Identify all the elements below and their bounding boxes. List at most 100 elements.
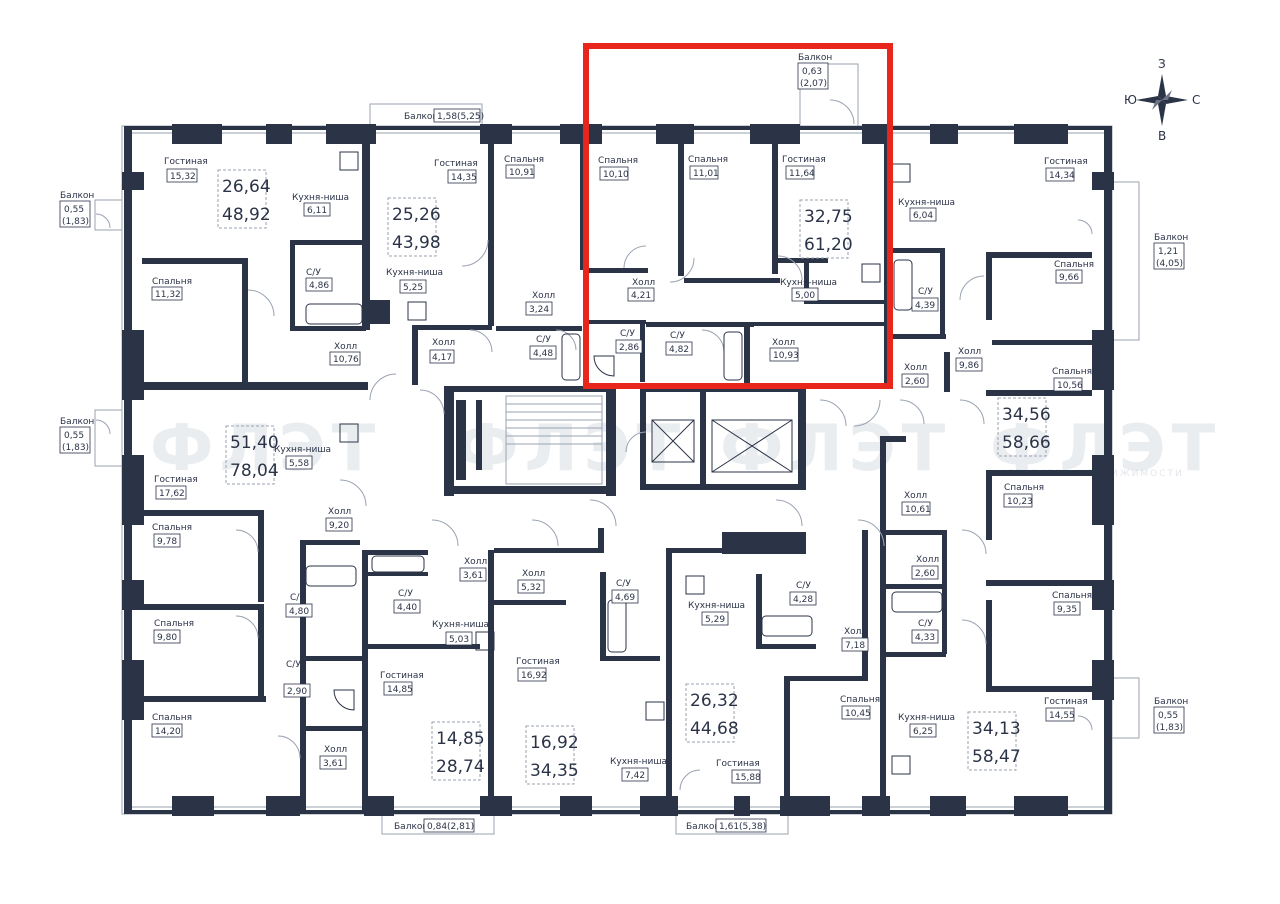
room: Холл 2,60 [911,555,939,580]
room: С/У4,48 [529,335,557,360]
selected-apartment-highlight[interactable] [583,43,893,389]
room-area: 6,11 [307,206,327,216]
room-area: 9,35 [1057,605,1077,615]
room-name: С/У [290,593,305,603]
room-name: С/У [670,331,685,341]
apartment-living-area: 34,13 [972,719,1021,739]
room-name: Холл [772,338,795,348]
room-name: Кухня-ниша [292,193,349,203]
apartment-total-area: 28,74 [436,757,485,777]
apartment-summary[interactable]: 26,32 44,68 [685,683,739,743]
apartment-total-area: 48,92 [222,205,271,225]
room: С/У4,39 [911,287,939,312]
walls [122,124,1114,816]
apartment-living-area: 51,40 [230,433,279,453]
room-name: Спальня [1052,367,1092,377]
room-name: С/У [306,268,321,278]
room-name: Спальня [598,156,638,166]
room-area: 4,17 [432,353,452,363]
apartment-summaries: 26,64 48,92 25,26 43,98 32,75 61,20 51,4… [217,169,1051,785]
apartment-summary[interactable]: 16,92 34,35 [525,725,579,785]
room-name: Кухня-ниша [610,757,667,767]
room: С/У 4,28 [789,581,817,606]
room-name: Спальня [152,713,192,723]
room-area: 2,60 [915,569,935,579]
room-area: 11,32 [155,290,181,300]
apartment-summary[interactable]: 26,64 48,92 [217,169,271,229]
room-area: 9,66 [1059,273,1079,283]
balcony-label: Балкон [1154,697,1188,707]
room: С/У4,40 [393,589,421,614]
room-area: 5,25 [403,283,423,293]
room-name: С/У [918,619,933,629]
room-name: Гостиная [1044,157,1088,167]
room-area: 4,28 [793,595,813,605]
room: Кухня-ниша 5,25 [386,268,443,294]
room-area: 16,92 [521,671,547,681]
balcony-value: 1,21 [1158,247,1178,257]
room-name: Спальня [152,277,192,287]
apartment-living-area: 26,64 [222,177,271,197]
room-name: Гостиная [516,657,560,667]
room-name: Холл [916,555,939,565]
apartment-summary[interactable]: 51,40 78,04 [225,425,279,485]
room: С/У4,80 [285,593,313,618]
balcony-label: Балкон [798,53,832,63]
room-area: 10,23 [1007,497,1033,507]
room: С/У 2,86 [615,329,643,354]
stairwell [456,395,603,485]
balcony-label: Балкон [1154,233,1188,243]
room-name: С/У [796,581,811,591]
room-area: 7,18 [845,641,865,651]
room-name: Кухня-ниша [688,601,745,611]
apartment-living-area: 26,32 [690,691,739,711]
room-name: Гостиная [782,155,826,165]
balcony-label: Балкон [60,417,94,427]
room-area: 4,86 [309,281,329,291]
room-name: Кухня-ниша [386,268,443,278]
balcony-value-2: (1,83) [62,443,89,453]
room-area: 5,32 [521,583,541,593]
room-name: Гостиная [154,475,198,485]
room-name: С/У [620,329,635,339]
room: Холл 3,61 [459,557,487,582]
apartment-summary[interactable]: 34,56 58,66 [997,397,1051,457]
apartment-summary[interactable]: 32,75 61,20 [799,199,853,259]
room-area: 4,39 [915,301,935,311]
apartment-living-area: 32,75 [804,207,853,227]
room-area: 14,20 [155,727,181,737]
apartment-summary[interactable]: 34,13 58,47 [967,711,1021,771]
balcony-value: 0,55 [1158,711,1178,721]
room-area: 3,61 [463,571,483,581]
apartment-summary[interactable]: 14,85 28,74 [431,721,485,781]
room-area: 9,20 [329,521,349,531]
room: Кухня-ниша 6,11 [292,193,349,217]
room-area: 5,03 [449,635,469,645]
room-area: 17,62 [159,489,185,499]
room-area: 4,82 [669,345,689,355]
room-area: 4,48 [533,349,553,359]
room-area: 10,93 [773,351,799,361]
room-area: 2,86 [619,343,639,353]
room-name: Холл [464,557,487,567]
room-name: Спальня [154,619,194,629]
room-area: 10,76 [333,355,359,365]
room: С/У 4,86 [305,268,333,292]
apartment-summary[interactable]: 25,26 43,98 [387,197,441,257]
